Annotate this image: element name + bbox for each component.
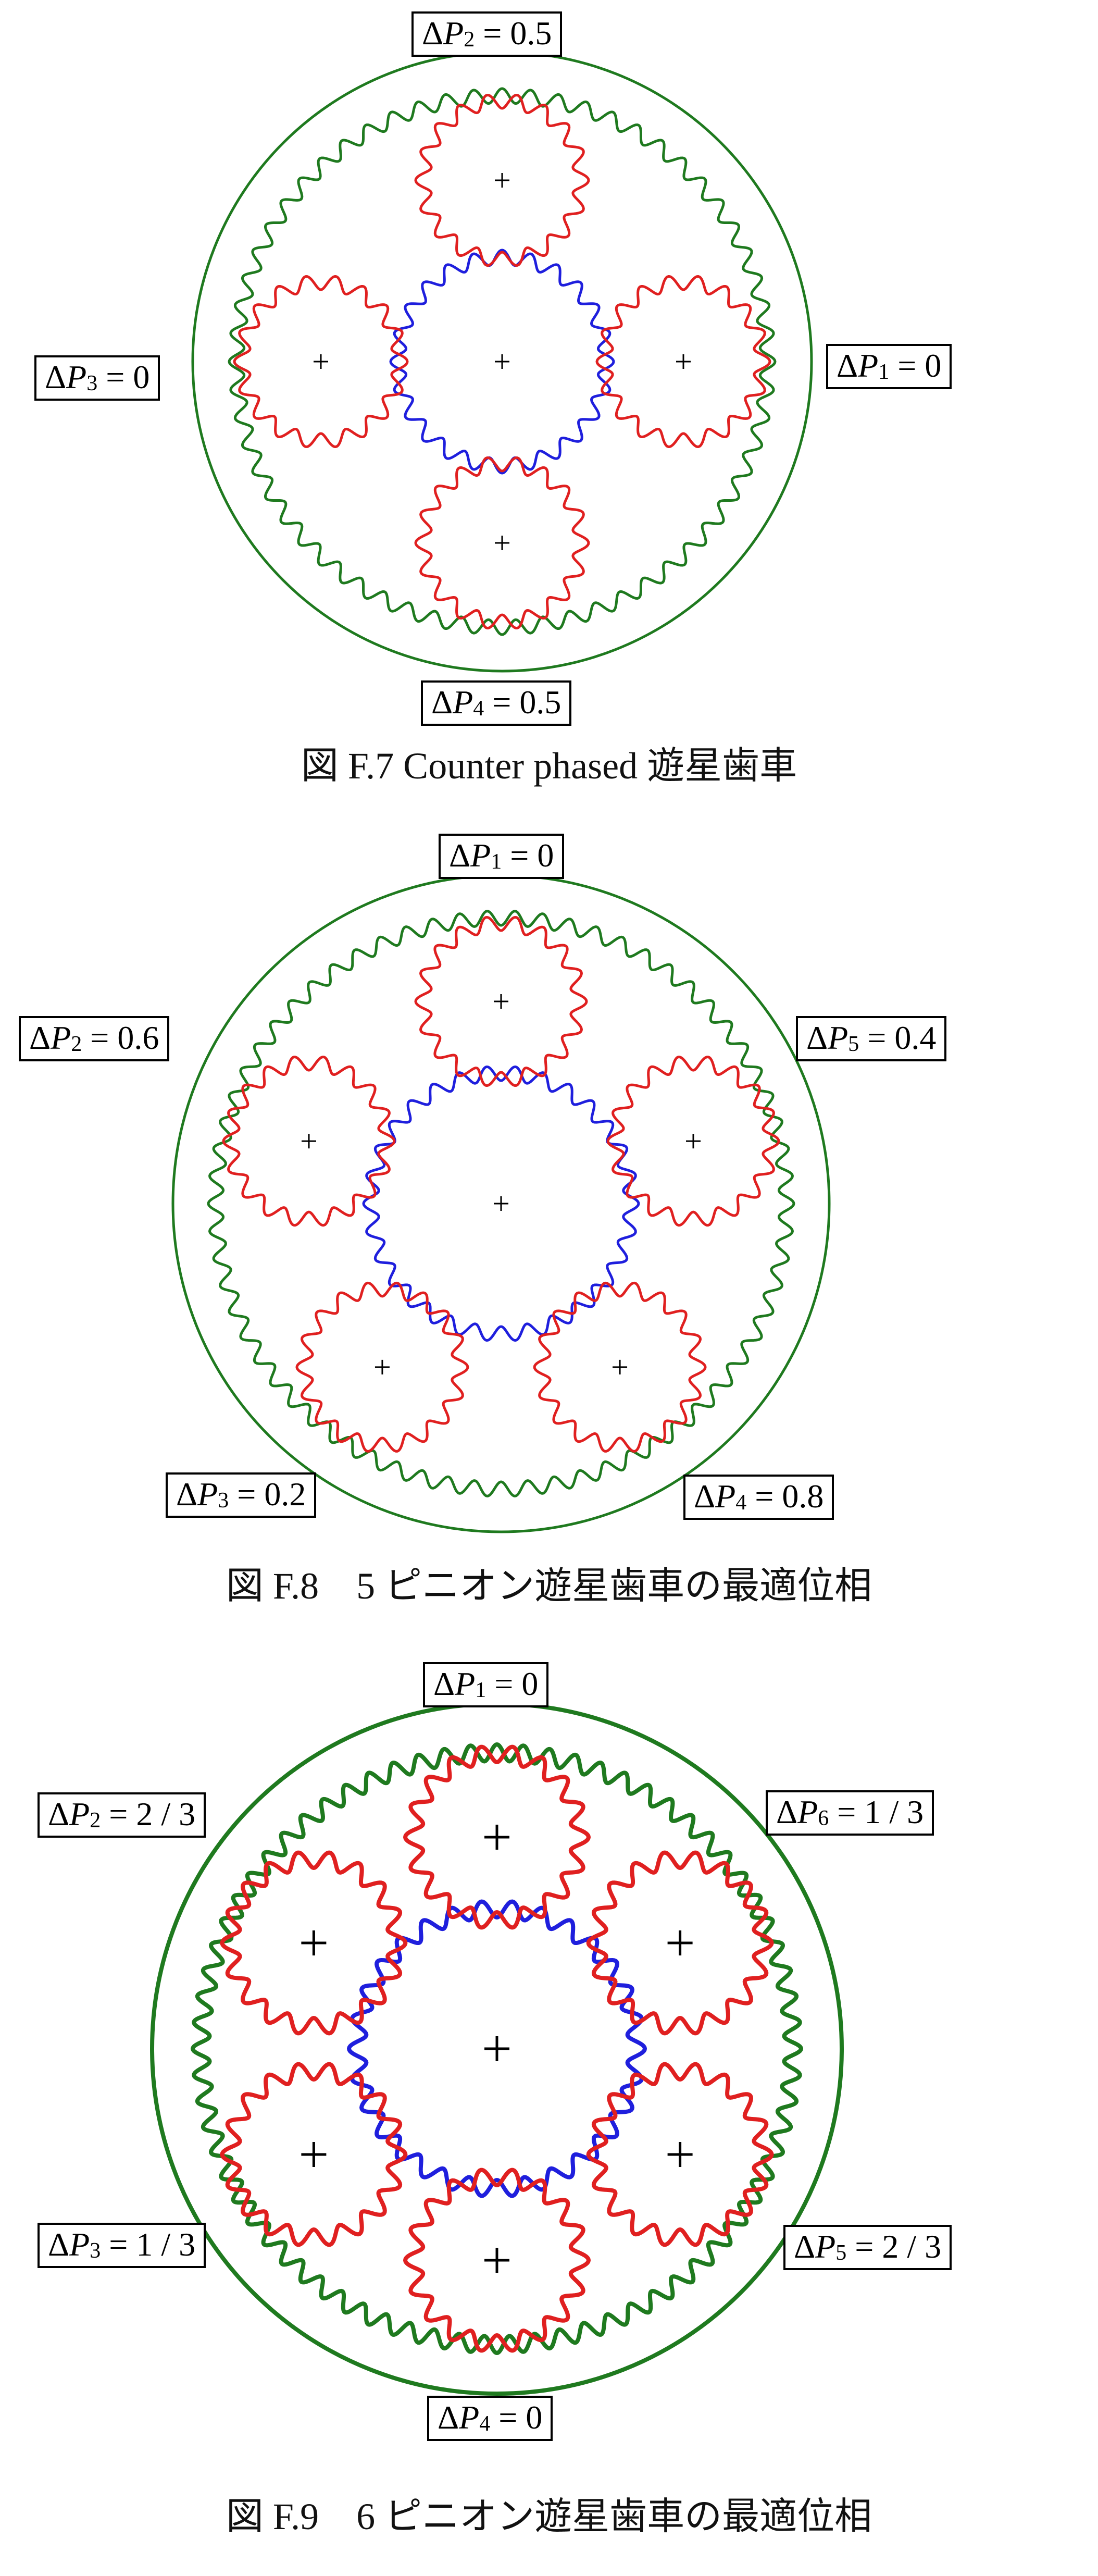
- planet-center-mark: [301, 2142, 327, 2167]
- planet-center-mark: [301, 1134, 316, 1149]
- planet-center-mark: [484, 1825, 509, 1850]
- planet-center-mark: [686, 1134, 701, 1149]
- planet-gear: [414, 456, 590, 629]
- planet-center-mark: [375, 1359, 390, 1374]
- label-delta-p2: ΔP2 = 2 / 3: [38, 1792, 206, 1838]
- label-delta-p5: ΔP5 = 2 / 3: [783, 2225, 952, 2270]
- planet-gear: [606, 1056, 780, 1227]
- label-delta-p1: ΔP1 = 0: [439, 834, 565, 879]
- planet-gear: [403, 1744, 591, 1930]
- planet-center-mark: [484, 2248, 509, 2273]
- planet-gear: [222, 1056, 396, 1227]
- label-delta-p1: ΔP1 = 0: [423, 1662, 549, 1707]
- label-delta-p4: ΔP4 = 0: [427, 2396, 553, 2441]
- ring-gear: [191, 1742, 803, 2355]
- planet-center-mark: [667, 2142, 693, 2167]
- planet-center-mark: [495, 536, 509, 550]
- planet-center-mark: [494, 994, 508, 1009]
- planet-gear: [533, 1281, 707, 1453]
- figure-caption-f9: 図 F.9 6 ピニオン遊星歯車の最適位相: [226, 2496, 872, 2537]
- figure-caption-f7: 図 F.7 Counter phased 遊星歯車: [301, 745, 797, 787]
- planet-center-mark: [495, 173, 509, 188]
- planet-gear: [220, 2062, 408, 2247]
- planet-gear: [233, 275, 409, 448]
- label-delta-p4: ΔP4 = 0.5: [421, 680, 572, 726]
- planet-gear: [295, 1281, 469, 1453]
- planet-center-mark: [301, 1930, 327, 1955]
- planet-center-mark: [613, 1359, 628, 1374]
- label-delta-p1: ΔP1 = 0: [826, 344, 952, 389]
- sun-center-mark: [495, 354, 509, 369]
- sun-center-mark: [484, 2036, 509, 2061]
- planetary-gear-diagram-f8: [171, 874, 831, 1533]
- label-delta-p2: ΔP2 = 0.5: [411, 11, 563, 57]
- planet-gear: [595, 275, 771, 448]
- figure-f7: ΔP2 = 0.5 ΔP3 = 0 ΔP1 = 0 ΔP4 = 0.5 図 F.…: [0, 0, 1098, 813]
- planet-gear: [403, 2168, 591, 2353]
- label-delta-p4: ΔP4 = 0.8: [683, 1475, 834, 1520]
- sun-gear: [389, 249, 615, 475]
- label-delta-p3: ΔP3 = 0: [34, 355, 160, 401]
- figure-f8: ΔP1 = 0 ΔP2 = 0.6 ΔP5 = 0.4 ΔP3 = 0.2 ΔP…: [0, 813, 1098, 1636]
- planet-center-mark: [676, 354, 691, 369]
- planet-center-mark: [667, 1930, 693, 1955]
- sun-center-mark: [494, 1196, 508, 1211]
- planet-gear: [586, 2062, 774, 2247]
- planet-center-mark: [314, 354, 328, 369]
- planet-gear: [414, 94, 590, 267]
- planet-gear: [586, 1850, 774, 2036]
- label-delta-p6: ΔP6 = 1 / 3: [766, 1790, 934, 1836]
- label-delta-p5: ΔP5 = 0.4: [796, 1016, 947, 1061]
- label-delta-p2: ΔP2 = 0.6: [19, 1016, 170, 1061]
- label-delta-p3: ΔP3 = 0.2: [166, 1472, 317, 1518]
- figure-caption-f8: 図 F.8 5 ピニオン遊星歯車の最適位相: [226, 1565, 872, 1607]
- planet-gear: [414, 915, 588, 1087]
- ring-gear: [207, 910, 795, 1497]
- sun-gear: [347, 1899, 647, 2198]
- label-delta-p3: ΔP3 = 1 / 3: [38, 2223, 206, 2268]
- figure-f9: ΔP1 = 0 ΔP2 = 2 / 3 ΔP6 = 1 / 3 ΔP3 = 1 …: [0, 1636, 1098, 2576]
- sun-gear: [362, 1065, 640, 1342]
- planet-gear: [220, 1850, 408, 2036]
- ring-gear: [228, 87, 777, 636]
